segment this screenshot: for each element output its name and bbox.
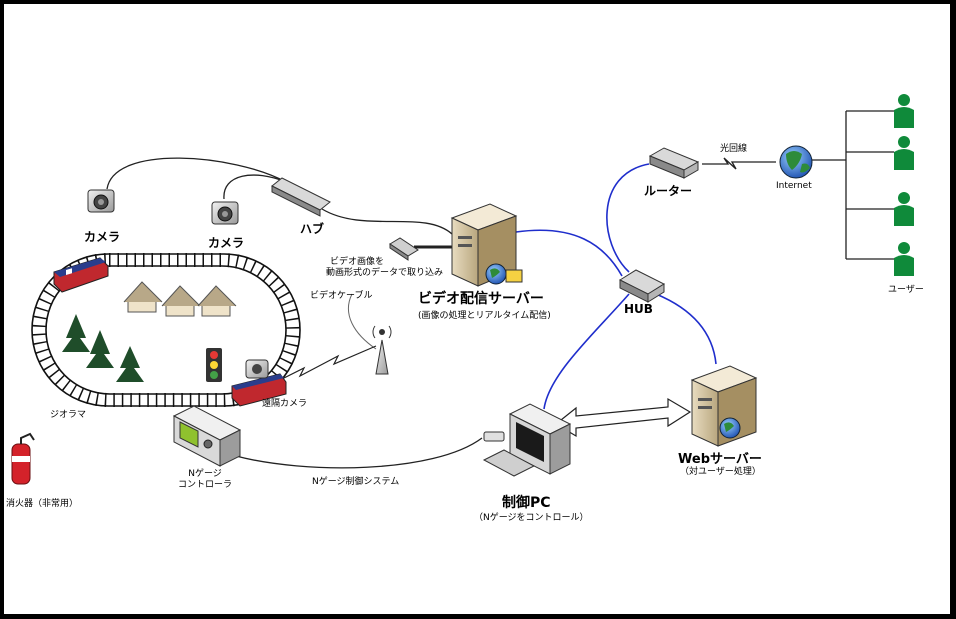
control-pc-title: 制御PC [502, 495, 551, 511]
controller-label-line2: コントローラ [177, 480, 232, 490]
ngauge-control-line [235, 437, 483, 469]
pc-icon [482, 403, 572, 477]
track-icon [31, 253, 301, 407]
house-icon [197, 285, 237, 317]
globe-icon [485, 263, 507, 285]
hub-icon [271, 177, 331, 217]
camera-icon [245, 359, 269, 379]
video-cable-label: ビデオケーブル [310, 291, 373, 301]
users-label: ユーザー [888, 285, 924, 295]
house-icon [123, 281, 163, 313]
hub-to-webserver-line [655, 293, 717, 365]
hub-to-pc-line [543, 293, 630, 410]
diagram-art [11, 94, 914, 485]
controller-icon [172, 405, 242, 467]
folder-icon [505, 269, 523, 283]
camera1-cable [106, 157, 287, 190]
router-label: ルーター [644, 184, 693, 198]
train-icon [231, 373, 287, 407]
control-pc-subtitle: （Nゲージをコントロール） [474, 513, 589, 523]
train-icon [53, 257, 109, 293]
camera1-label: カメラ [84, 230, 121, 244]
camera2-cable [223, 174, 287, 200]
server-icon [690, 365, 758, 447]
capture-card-icon [389, 237, 419, 261]
control-system-label: Nゲージ制御システム [312, 477, 400, 487]
extinguisher-label: 消火器（非常用） [6, 499, 79, 509]
router-to-hub-line [606, 163, 650, 273]
wireless-zigzag [275, 345, 377, 383]
web-server-title: Webサーバー [678, 452, 762, 467]
connections [106, 110, 894, 469]
hub-icon [618, 269, 666, 303]
optical-line [702, 157, 776, 170]
controller-label-line1: Nゲージ [188, 469, 222, 479]
optical-line-label: 光回線 [720, 144, 748, 154]
web-server-subtitle: （対ユーザー処理） [680, 467, 761, 477]
hub-label: HUB [624, 302, 653, 316]
extinguisher-icon [11, 432, 35, 485]
globe-icon [719, 417, 741, 439]
user-icon [894, 192, 914, 226]
user-icon [894, 136, 914, 170]
tree-icon [62, 314, 90, 352]
capture-label-line2: 動画形式のデータで取り込み [326, 268, 444, 278]
user-icon [894, 94, 914, 128]
diagram-canvas: カメラ カメラ ハブ ビデオ画像を 動画形式のデータで取り込み ビデオケーブル … [4, 4, 950, 614]
video-cable [347, 293, 377, 350]
tree-icon [86, 330, 114, 368]
video-server-subtitle: (画像の処理とリアルタイム配信) [418, 311, 551, 321]
pc-webserver-arrow [554, 397, 692, 438]
hub-small-label: ハブ [300, 222, 325, 236]
traffic-light-icon [206, 348, 222, 382]
user-bus-trunk [812, 110, 894, 260]
server-to-hub-line [515, 229, 623, 277]
antenna-icon [372, 325, 392, 375]
hub-to-server-cable [321, 208, 453, 235]
remote-camera-label: 遠隔カメラ [262, 399, 308, 409]
camera-icon [211, 201, 239, 225]
house-icon [161, 285, 201, 317]
capture-label-line1: ビデオ画像を [330, 257, 385, 267]
camera2-label: カメラ [208, 236, 245, 250]
internet-label: Internet [776, 181, 812, 191]
globe-icon [779, 145, 813, 179]
router-icon [648, 147, 700, 179]
user-icon [894, 242, 914, 276]
tree-icon [116, 346, 144, 382]
video-server-title: ビデオ配信サーバー [418, 291, 544, 307]
server-icon [450, 203, 518, 287]
diorama-label: ジオラマ [50, 410, 87, 420]
camera-icon [87, 189, 115, 213]
